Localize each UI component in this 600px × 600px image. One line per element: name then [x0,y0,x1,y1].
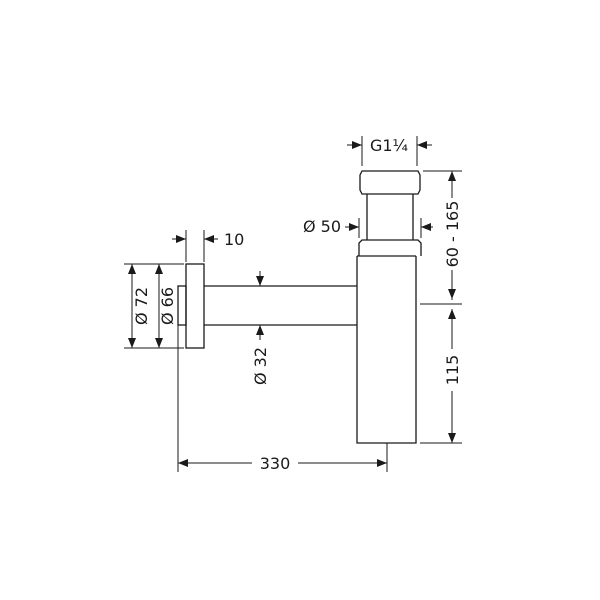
dim-d72-arrow-top [128,264,136,274]
dim-d50-arrow-right [421,223,431,231]
dim-115-arrow-bottom [448,433,456,443]
dim-diameter-66: Ø 66 [155,264,177,348]
dim-thread-arrow-right [417,141,427,149]
dim-330-label: 330 [260,454,291,473]
wall-flange [185,263,205,349]
dim-d72-arrow-bottom [128,338,136,348]
dim-range-arrow-bottom [448,289,456,299]
dim-thread-label: G1¼ [370,136,408,155]
dim-range-label-bg [440,198,464,270]
dim-115-label: 115 [443,355,462,386]
dim-d32-label: Ø 32 [251,347,270,385]
dim-115-label-bg [440,349,464,391]
dim-diameter-50: Ø 50 [303,217,433,238]
dim-330-arrow-right [377,459,387,467]
dim-d32-arrow-bottom [256,325,264,335]
top-nut [359,170,421,195]
dim-flange-thickness: 10 [172,230,244,262]
dim-10-label: 10 [224,230,244,249]
dim-10-arrow-right [204,235,214,243]
dim-10-arrow-left [176,235,186,243]
dim-d72-label: Ø 72 [132,287,151,325]
wall-flange-stem [177,285,187,326]
dim-d50-arrow-left [349,223,359,231]
siphon-body [356,256,417,444]
dim-d66-arrow-bottom [155,338,163,348]
dim-range-label: 60 - 165 [443,201,462,268]
dim-diameter-72: Ø 72 [124,263,184,349]
dim-d66-label: Ø 66 [158,287,177,325]
collar [358,239,422,256]
dim-length-330: 330 [177,325,388,473]
dim-height-range: 60 - 165 [420,170,464,305]
siphon-outline [177,170,422,444]
dim-d50-label: Ø 50 [303,217,341,236]
dim-diameter-32: Ø 32 [251,271,270,385]
dim-d32-arrow-top [256,276,264,286]
dim-d66-arrow-top [155,264,163,274]
dim-thread-arrow-left [352,141,362,149]
dim-330-arrow-left [178,459,188,467]
dim-range-arrow-top [448,171,456,181]
dim-thread: G1¼ [347,136,432,166]
dim-115-arrow-top [448,309,456,319]
dim-height-115: 115 [420,309,464,444]
